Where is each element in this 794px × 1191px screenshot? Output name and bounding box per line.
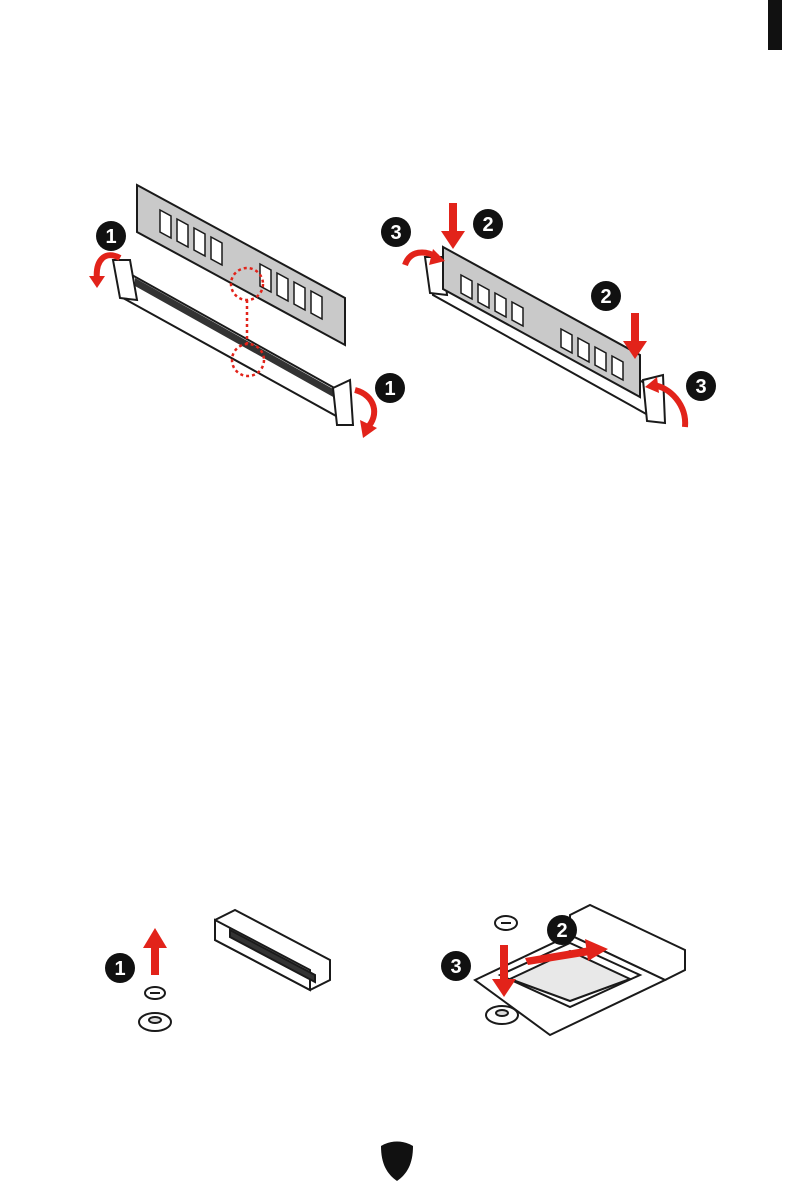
step-badge: 2 [590,280,622,317]
step-number: 1 [384,378,395,400]
press-down-icon [441,203,465,249]
memory-module [443,247,640,397]
step-number: 2 [482,214,493,236]
m2-remove-screw-figure [135,900,335,1040]
step-number: 3 [390,222,401,244]
step-badge: 1 [95,220,127,257]
step-badge: 3 [685,370,717,407]
step-number: 2 [556,920,567,942]
step-number: 1 [114,958,125,980]
screw-icon [139,987,171,1031]
step-badge: 2 [472,208,504,245]
m2-install-figure [470,895,695,1045]
step-number: 2 [600,286,611,308]
dimm-alignment-figure [85,180,385,450]
page-edge-tab [768,0,782,50]
m2-slot [215,910,330,990]
step-number: 1 [105,226,116,248]
step-number: 3 [450,956,461,978]
step-badge: 3 [440,950,472,987]
remove-screw-icon [143,928,167,975]
step-number: 3 [695,376,706,398]
msi-shield-icon [379,1140,415,1182]
step-badge: 2 [546,914,578,951]
dimm-installed-figure [395,195,695,440]
step-badge: 1 [104,952,136,989]
step-badge: 3 [380,216,412,253]
